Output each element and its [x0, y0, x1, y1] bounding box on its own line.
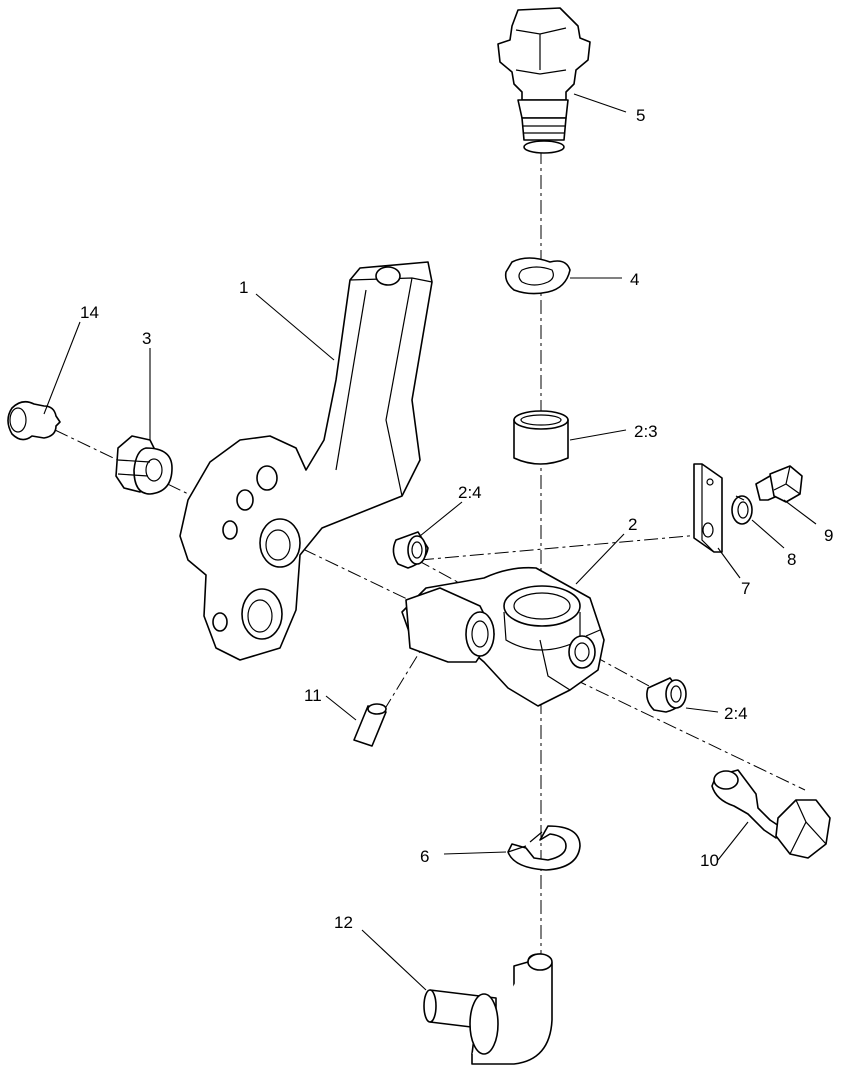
part-8-lock-washer — [731, 495, 753, 525]
callout-12: 12 — [334, 913, 353, 932]
leader-2-4-right — [685, 707, 719, 713]
callout-2: 2 — [628, 515, 637, 534]
callout-1: 1 — [239, 278, 248, 297]
part-7-bracket-plate — [693, 463, 723, 553]
callout-7: 7 — [741, 579, 750, 598]
leader-14 — [43, 321, 81, 415]
callout-2-3: 2:3 — [634, 422, 658, 441]
callout-4: 4 — [630, 270, 639, 289]
part-2-4-bushing-right — [646, 677, 687, 713]
leader-2-3 — [569, 429, 627, 441]
callout-9: 9 — [824, 526, 833, 545]
part-2-pivot-body — [401, 566, 605, 707]
leader-1 — [255, 293, 335, 361]
leader-12 — [361, 929, 427, 991]
part-2-3-bushing — [513, 410, 569, 465]
callout-10: 10 — [700, 851, 719, 870]
leader-2 — [575, 533, 625, 585]
leader-10 — [717, 821, 749, 861]
upper-diagonal-axis — [419, 534, 701, 561]
callout-8: 8 — [787, 550, 796, 569]
leader-7 — [717, 547, 741, 579]
leader-8 — [751, 519, 785, 549]
part-5-knob — [497, 7, 591, 154]
part-14-plug — [7, 400, 61, 441]
leader-11 — [325, 695, 357, 721]
callout-5: 5 — [636, 106, 645, 125]
part-4-wave-washer — [504, 257, 571, 295]
part-10-shoulder-bolt — [711, 769, 831, 859]
leader-5 — [573, 93, 627, 113]
part-11-roll-pin — [353, 703, 387, 747]
leader-2-4-left — [419, 501, 463, 537]
part-1-lever-bracket — [179, 261, 433, 661]
callout-2-4-left: 2:4 — [458, 483, 482, 502]
callout-2-4-right: 2:4 — [724, 704, 748, 723]
callout-3: 3 — [142, 329, 151, 348]
part-2-4-bushing-left — [392, 531, 429, 569]
main-horizontal-axis — [54, 429, 806, 791]
leader-9 — [783, 499, 817, 525]
part-3-flange-nut — [115, 435, 173, 495]
part-12-l-pin — [423, 953, 553, 1065]
callout-14: 14 — [80, 303, 99, 322]
part-9-cap-screw — [755, 465, 803, 503]
part-6-e-clip — [507, 825, 581, 871]
callout-6: 6 — [420, 847, 429, 866]
callout-labels: 5 4 2:3 1 14 3 2:4 2 2:4 7 8 9 11 10 6 1… — [80, 106, 833, 932]
leader-lines — [43, 93, 817, 991]
callout-11: 11 — [304, 686, 322, 705]
leader-6 — [443, 851, 507, 855]
